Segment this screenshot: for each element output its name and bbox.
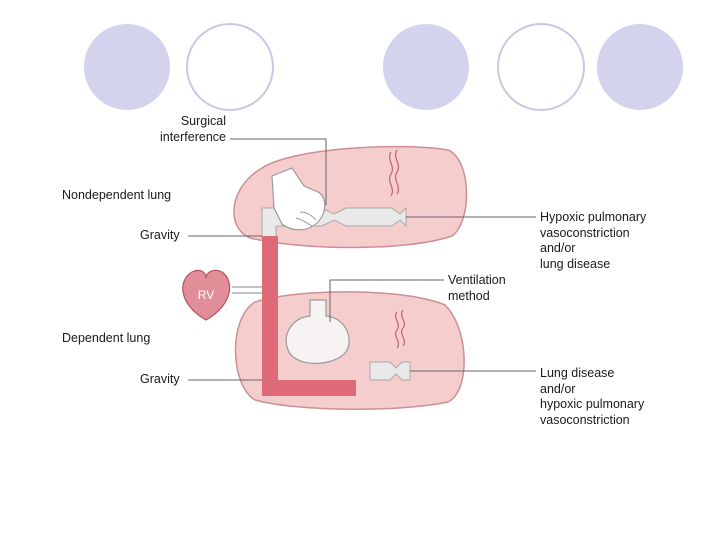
leader-ventilation bbox=[329, 279, 444, 322]
label-hypoxic-top: Hypoxic pulmonary vasoconstriction and/o… bbox=[540, 210, 647, 271]
lower-airway bbox=[369, 361, 411, 381]
decor-circle-4 bbox=[497, 23, 585, 111]
label-nondependent-lung: Nondependent lung bbox=[62, 188, 172, 202]
ventilation-bag bbox=[285, 299, 350, 364]
decor-circle-1 bbox=[84, 24, 170, 110]
label-surgical-interference: Surgical interference bbox=[159, 114, 226, 144]
upper-lesion bbox=[388, 149, 400, 197]
label-gravity-bottom: Gravity bbox=[140, 372, 180, 386]
heart-label: RV bbox=[198, 288, 214, 302]
decor-circle-2 bbox=[186, 23, 274, 111]
decor-circle-5 bbox=[597, 24, 683, 110]
leader-surgical bbox=[230, 138, 327, 205]
label-ventilation-method: Ventilation method bbox=[448, 273, 506, 303]
label-dependent-lung: Dependent lung bbox=[62, 331, 151, 345]
hand-icon bbox=[271, 167, 326, 231]
decor-circle-3 bbox=[383, 24, 469, 110]
vessel-vertical bbox=[262, 236, 278, 396]
hand-fingers bbox=[295, 211, 317, 227]
label-gravity-top: Gravity bbox=[140, 228, 180, 242]
heart-rv bbox=[182, 269, 231, 321]
lower-lesion bbox=[394, 309, 406, 349]
vessel-horizontal bbox=[262, 380, 356, 396]
label-disease-bottom: Lung disease and/or hypoxic pulmonary va… bbox=[540, 366, 645, 427]
